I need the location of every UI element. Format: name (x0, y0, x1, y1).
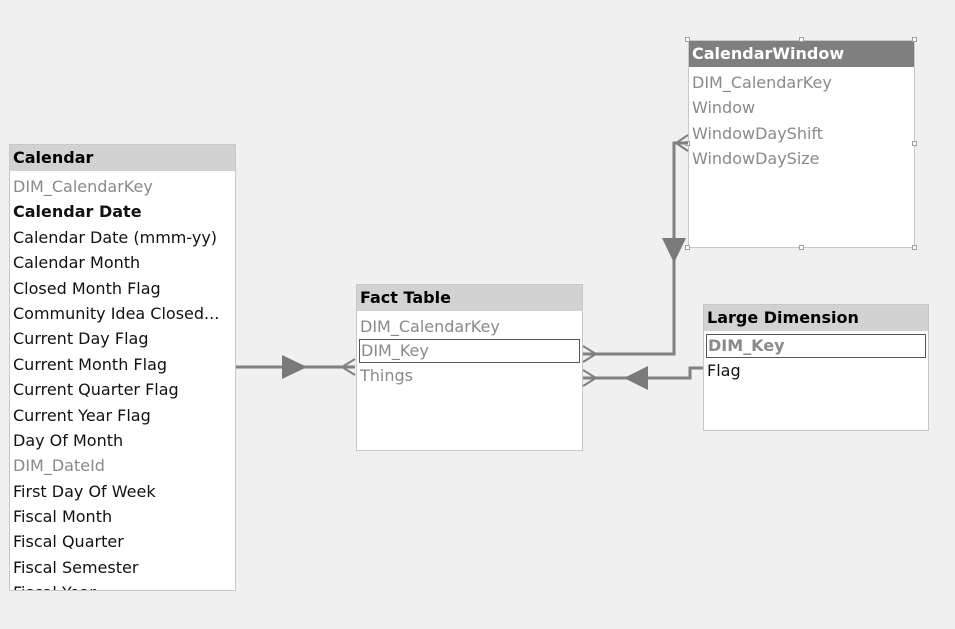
filter-arrow-largedim-fact (624, 366, 648, 390)
table-header-fact-table[interactable]: Fact Table (357, 285, 582, 311)
field-fiscal-month[interactable]: Fiscal Month (13, 507, 113, 527)
field-flag[interactable]: Flag (707, 361, 741, 380)
resize-handle-bottom-mid[interactable] (799, 245, 804, 250)
table-header-calendar-window[interactable]: CalendarWindow (689, 41, 914, 67)
field-current-year-flag[interactable]: Current Year Flag (13, 405, 151, 425)
resize-handle-top-left[interactable] (685, 37, 690, 42)
field-windowdayshift[interactable]: WindowDayShift (692, 123, 824, 143)
field-calendar-date[interactable]: Calendar Date (13, 202, 142, 222)
field-things[interactable]: Things (360, 366, 413, 386)
field-calendar-month[interactable]: Calendar Month (13, 253, 141, 273)
field-dim-dateid[interactable]: DIM_DateId (13, 456, 105, 476)
field-dim-calendarkey[interactable]: DIM_CalendarKey (13, 177, 153, 196)
many-marker-fact-calendar (340, 358, 356, 376)
field-fiscal-quarter[interactable]: Fiscal Quarter (13, 532, 124, 552)
field-dim-key[interactable]: DIM_Key (359, 339, 580, 364)
field-day-of-month[interactable]: Day Of Month (13, 430, 124, 450)
table-header-calendar[interactable]: Calendar (10, 145, 235, 171)
resize-handle-bottom-right[interactable] (912, 245, 917, 250)
resize-handle-mid-left[interactable] (685, 141, 690, 146)
field-dim-calendarkey[interactable]: DIM_CalendarKey (692, 73, 832, 92)
resize-handle-mid-right[interactable] (912, 141, 917, 146)
resize-handle-bottom-left[interactable] (685, 245, 690, 250)
field-fiscal-year[interactable]: Fiscal Year (10, 580, 235, 590)
field-current-quarter-flag[interactable]: Current Quarter Flag (13, 380, 179, 400)
relationship-fact-calendarwindow (583, 141, 688, 356)
many-marker-fact-calwin (582, 345, 598, 363)
field-current-month-flag[interactable]: Current Month Flag (13, 354, 168, 374)
field-first-day-of-week[interactable]: First Day Of Week (13, 481, 156, 501)
table-header-large-dimension[interactable]: Large Dimension (704, 305, 928, 331)
filter-arrow-calwin-fact (662, 238, 686, 263)
filter-arrow-calendar-fact (282, 355, 307, 379)
many-marker-fact-largedim (582, 369, 598, 387)
field-calendar-date-mmm-yy[interactable]: Calendar Date (mmm-yy) (13, 227, 218, 247)
field-window[interactable]: Window (692, 98, 756, 118)
field-dim-calendarkey[interactable]: DIM_CalendarKey (360, 317, 500, 336)
relationship-largedim-fact (583, 366, 703, 380)
resize-handle-top-right[interactable] (912, 37, 917, 42)
field-fiscal-semester[interactable]: Fiscal Semester (13, 557, 139, 577)
resize-handle-top-mid[interactable] (799, 37, 804, 42)
field-closed-month-flag[interactable]: Closed Month Flag (13, 278, 161, 298)
field-community-idea-closed[interactable]: Community Idea Closed... (13, 303, 220, 323)
field-dim-key[interactable]: DIM_Key (706, 334, 926, 358)
field-windowdaysize[interactable]: WindowDaySize (692, 149, 820, 169)
field-current-day-flag[interactable]: Current Day Flag (13, 329, 149, 349)
